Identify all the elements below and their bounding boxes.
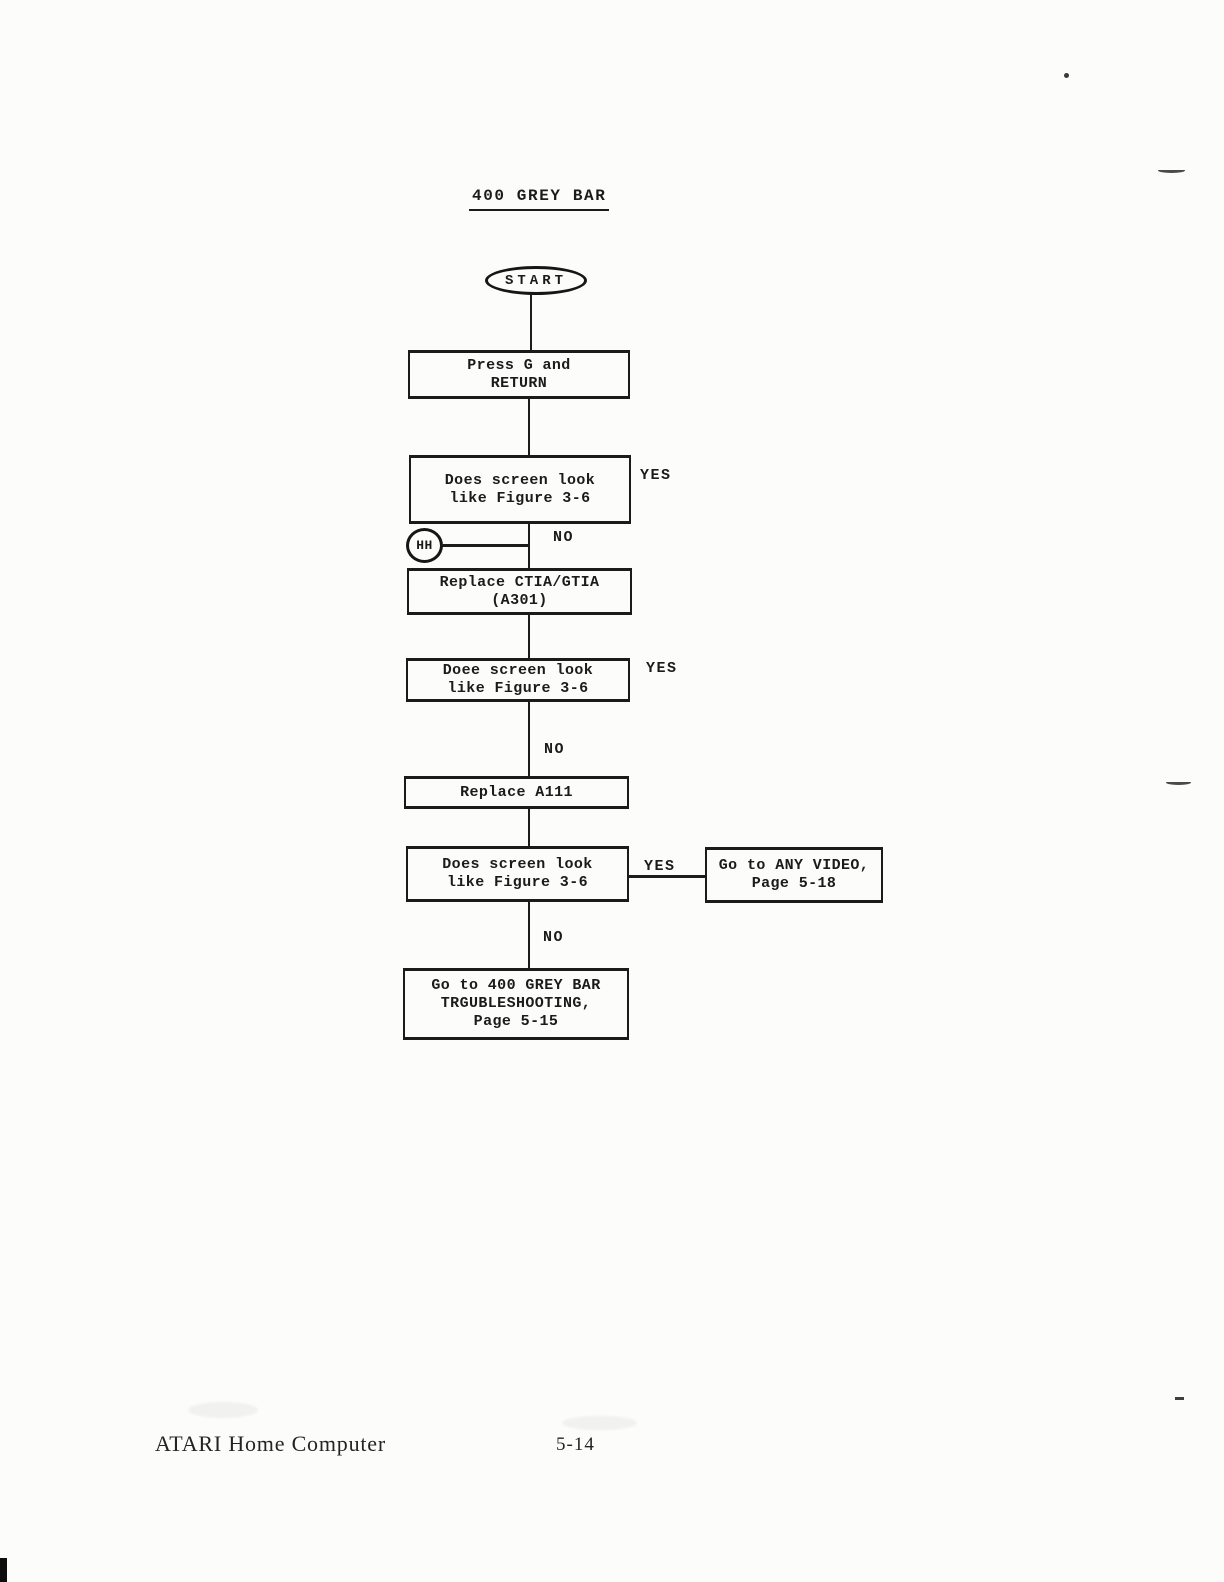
node-decision-screen-figure36-3: Does screen look like Figure 3-6: [406, 846, 629, 902]
node-replace-a111: Replace A111: [404, 776, 629, 809]
node-decision-screen-figure36-2: Doee screen look like Figure 3-6: [406, 658, 630, 702]
node-decision-3-label: Does screen look like Figure 3-6: [442, 856, 593, 891]
node-goto-grey-bar-troubleshooting: Go to 400 GREY BAR TRGUBLESHOOTING, Page…: [403, 968, 629, 1040]
node-decision-screen-figure36-1: Does screen look like Figure 3-6: [409, 455, 631, 524]
footer-page-number: 5-14: [556, 1434, 595, 1455]
decision2-no-label: NO: [544, 741, 566, 758]
flow-line-decision1-to-replace-ctia: [528, 523, 530, 570]
decision2-yes-label: YES: [646, 660, 678, 677]
node-goto-any-video: Go to ANY VIDEO, Page 5-18: [705, 847, 883, 903]
node-replace-a111-label: Replace A111: [460, 783, 573, 801]
start-node: START: [485, 266, 587, 295]
flow-line-replace-a111-to-decision3: [528, 808, 530, 847]
node-goto-any-video-label: Go to ANY VIDEO, Page 5-18: [718, 857, 870, 892]
node-press-g-return-label: Press G and RETURN: [467, 356, 571, 392]
scan-smudge-2: [562, 1416, 637, 1430]
decision1-no-label: NO: [553, 529, 575, 546]
node-goto-grey-bar-troubleshooting-label: Go to 400 GREY BAR TRGUBLESHOOTING, Page…: [431, 977, 601, 1030]
decision3-no-label: NO: [543, 929, 565, 946]
scan-mark-right-2: [1166, 780, 1191, 785]
scan-mark-right-1: [1158, 168, 1185, 173]
offpage-connector-hh: HH: [406, 528, 443, 563]
node-replace-ctia-gtia-label: Replace CTIA/GTIA (A301): [439, 573, 600, 609]
start-node-label: START: [504, 272, 567, 289]
scan-mark-right-3: [1175, 1397, 1184, 1400]
scan-smudge-1: [188, 1402, 258, 1418]
decision3-yes-label: YES: [644, 858, 676, 875]
flow-line-replace-ctia-to-decision2: [528, 614, 530, 659]
flow-line-decision3-yes: [629, 875, 706, 878]
flow-line-decision3-to-troubleshooting: [528, 901, 530, 970]
footer-document-title: ATARI Home Computer: [155, 1431, 386, 1456]
node-decision-2-label: Doee screen look like Figure 3-6: [442, 662, 594, 697]
scan-speck-top-right: [1064, 73, 1069, 78]
flow-line-press-to-decision1: [528, 399, 530, 456]
offpage-connector-hh-label: HH: [416, 538, 433, 553]
node-decision-1-label: Does screen look like Figure 3-6: [444, 471, 596, 507]
node-replace-ctia-gtia: Replace CTIA/GTIA (A301): [407, 568, 632, 615]
decision1-yes-label: YES: [640, 467, 672, 484]
flow-line-hh-connector: [441, 544, 529, 547]
flow-line-start-to-press: [530, 294, 532, 351]
flow-line-decision2-to-replace-a111: [528, 701, 530, 777]
flowchart-title: 400 GREY BAR: [469, 187, 610, 211]
node-press-g-return: Press G and RETURN: [408, 350, 630, 399]
scan-corner-mark: [0, 1558, 7, 1582]
